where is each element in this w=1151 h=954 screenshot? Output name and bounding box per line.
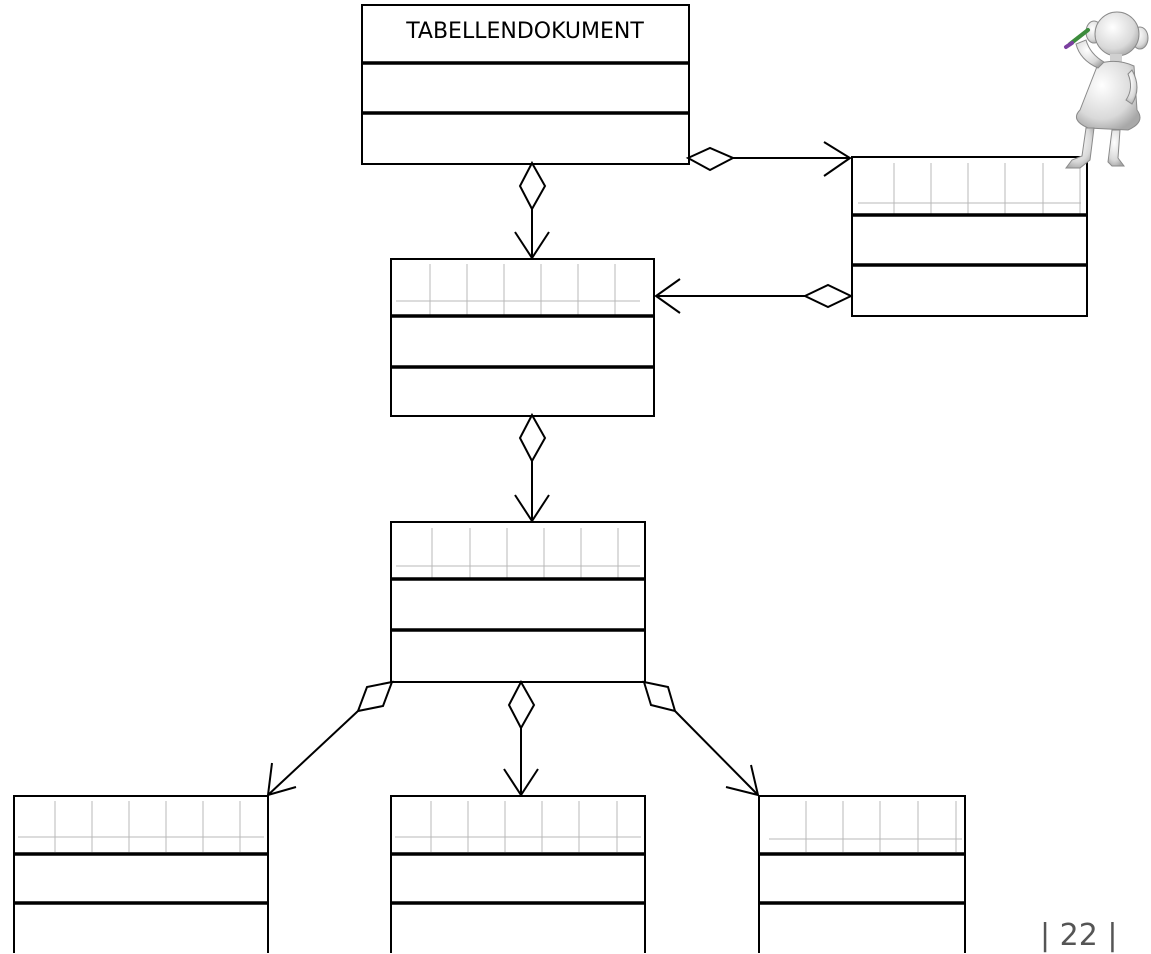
class-box-bottom-left [14, 796, 268, 953]
class-box-root: TABELLENDOKUMENT [362, 5, 689, 164]
aggregation-level3-to-bottom-middle [504, 682, 538, 795]
aggregation-right-to-level2 [656, 279, 851, 313]
class-box-bottom-right [759, 796, 965, 953]
aggregation-level2-to-level3 [515, 415, 549, 521]
class-name-root: TABELLENDOKUMENT [405, 19, 644, 44]
aggregation-root-to-right [688, 142, 850, 176]
class-box-right [852, 157, 1087, 316]
thinking-person-figure [1066, 12, 1148, 168]
aggregation-level3-to-bottom-right [644, 682, 758, 795]
page-number: | 22 | [1040, 918, 1117, 954]
class-box-level3 [391, 522, 645, 682]
class-box-bottom-middle [391, 796, 645, 953]
aggregation-root-to-level2 [515, 163, 549, 258]
aggregation-level3-to-bottom-left [268, 682, 392, 795]
class-box-level2 [391, 259, 654, 416]
